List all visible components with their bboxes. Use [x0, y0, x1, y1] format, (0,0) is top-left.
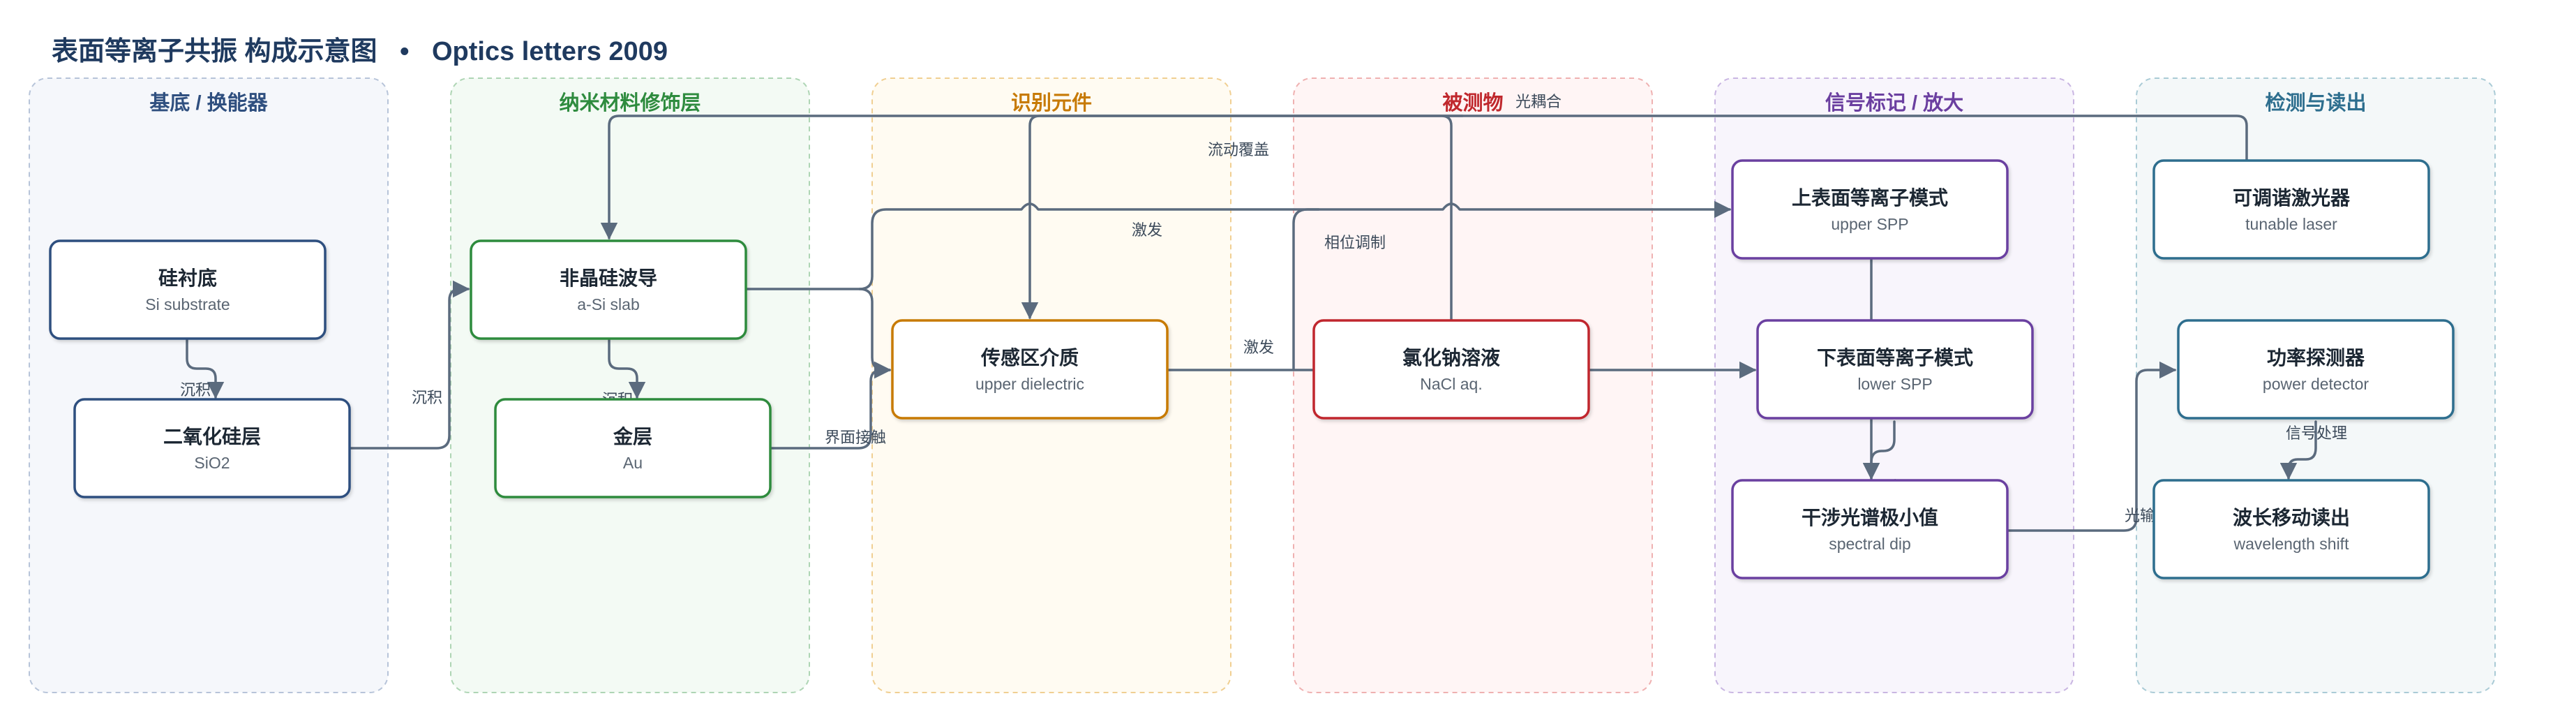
lane-recog-label: 识别元件	[1011, 91, 1092, 114]
node-uspp-subtitle: upper SPP	[1831, 215, 1908, 233]
nodes: 硅衬底 Si substrate 二氧化硅层 SiO2 非晶硅波导 a-Si s…	[49, 159, 2455, 579]
node-dip-subtitle: spectral dip	[1829, 535, 1911, 553]
node-lspp-subtitle: lower SPP	[1857, 375, 1932, 393]
lane-nano-label: 纳米材料修饰层	[559, 91, 701, 114]
edge-asi-au	[608, 338, 646, 399]
node-lspp-box	[1756, 319, 2034, 420]
node-nacl-box	[1312, 319, 1590, 420]
node-wl-box	[2152, 479, 2430, 579]
edge-label-si-sio2: 沉积	[180, 381, 211, 399]
node-asi-title: 非晶硅波导	[560, 267, 657, 289]
node-nacl-title: 氯化钠溶液	[1402, 346, 1500, 369]
node-si[interactable]: 硅衬底 Si substrate	[49, 239, 327, 340]
lane-nano: 纳米材料修饰层	[450, 77, 810, 693]
title-separator: •	[400, 37, 409, 66]
title-source: Optics letters 2009	[432, 37, 668, 66]
node-si-subtitle: Si substrate	[145, 295, 230, 313]
node-laser-box	[2152, 159, 2430, 260]
lane-signal-label: 信号标记 / 放大	[1825, 91, 1963, 114]
lane-nano-frame	[450, 77, 810, 693]
node-asi[interactable]: 非晶硅波导 a-Si slab	[470, 239, 747, 340]
node-pd-subtitle: power detector	[2263, 375, 2369, 393]
edge-asi-uspp	[744, 200, 1732, 290]
lane-analyte-label: 被测物	[1442, 91, 1503, 114]
edge-label-asi-uspp: 激发	[1132, 221, 1162, 239]
node-laser[interactable]: 可调谐激光器 tunable laser	[2152, 159, 2430, 260]
node-sio2-box	[73, 398, 351, 498]
node-laser-title: 可调谐激光器	[2233, 187, 2351, 209]
edge-label-pd-wl: 信号处理	[2286, 424, 2347, 442]
lane-substrate-label: 基底 / 换能器	[149, 91, 268, 114]
edge-label-nacl-asi: 光耦合	[1515, 93, 1562, 110]
node-pd-box	[2177, 319, 2455, 420]
node-asi-subtitle: a-Si slab	[577, 295, 639, 313]
edge-dip-pd	[2005, 361, 2177, 532]
lane-detect-label: 检测与读出	[2265, 91, 2366, 114]
edge-laser-diel	[1021, 114, 2248, 320]
node-au-title: 金层	[613, 425, 652, 447]
edge-label-sio2-asi: 沉积	[412, 389, 442, 406]
diagram-title: 表面等离子共振 构成示意图 • Optics letters 2009	[52, 37, 668, 66]
node-si-title: 硅衬底	[158, 267, 217, 289]
edge-nacl-uspp	[1292, 208, 1320, 371]
node-diel[interactable]: 传感区介质 upper dielectric	[891, 319, 1169, 420]
node-dip[interactable]: 干涉光谱极小值 spectral dip	[1731, 479, 2009, 579]
edge-si-sio2	[186, 338, 225, 399]
node-nacl[interactable]: 氯化钠溶液 NaCl aq.	[1312, 319, 1590, 420]
node-dip-box	[1731, 479, 2009, 579]
node-nacl-subtitle: NaCl aq.	[1420, 375, 1482, 393]
node-lspp-title: 下表面等离子模式	[1817, 346, 1973, 369]
edge-label-nacl-uspp: 相位调制	[1324, 234, 1386, 251]
edge-lspp-dip	[1862, 420, 1896, 480]
node-lspp[interactable]: 下表面等离子模式 lower SPP	[1756, 319, 2034, 420]
node-pd[interactable]: 功率探测器 power detector	[2177, 319, 2455, 420]
node-sio2-subtitle: SiO2	[194, 454, 230, 472]
node-pd-title: 功率探测器	[2267, 346, 2365, 369]
lanes: 基底 / 换能器 纳米材料修饰层 识别元件 被测物 信号标记 / 放大 检测与读…	[29, 77, 2496, 693]
edge-label-diel-lspp: 激发	[1243, 339, 1274, 356]
edge-asi-diel	[858, 288, 892, 379]
node-uspp[interactable]: 上表面等离子模式 upper SPP	[1731, 159, 2009, 260]
edge-pd-wl	[2279, 420, 2317, 480]
node-laser-subtitle: tunable laser	[2245, 215, 2337, 233]
node-asi-box	[470, 239, 747, 340]
edge-label-laser-diel: 流动覆盖	[1208, 141, 1269, 158]
node-wl-subtitle: wavelength shift	[2233, 535, 2350, 553]
node-sio2[interactable]: 二氧化硅层 SiO2	[73, 398, 351, 498]
node-si-box	[49, 239, 327, 340]
node-uspp-title: 上表面等离子模式	[1792, 186, 1948, 209]
node-diel-title: 传感区介质	[980, 347, 1079, 369]
node-uspp-box	[1731, 159, 2009, 260]
node-wl-title: 波长移动读出	[2233, 507, 2350, 528]
edge-label-au-diel: 界面接触	[825, 429, 886, 446]
node-au[interactable]: 金层 Au	[494, 398, 772, 498]
node-wl[interactable]: 波长移动读出 wavelength shift	[2152, 479, 2430, 579]
node-au-subtitle: Au	[623, 454, 643, 472]
node-au-box	[494, 398, 772, 498]
title-main: 表面等离子共振 构成示意图	[52, 37, 377, 66]
node-dip-title: 干涉光谱极小值	[1802, 506, 1938, 528]
node-sio2-title: 二氧化硅层	[163, 426, 261, 447]
node-diel-box	[891, 319, 1169, 420]
edges	[186, 114, 2317, 532]
edge-sio2-asi	[347, 280, 470, 450]
node-diel-subtitle: upper dielectric	[975, 375, 1084, 393]
